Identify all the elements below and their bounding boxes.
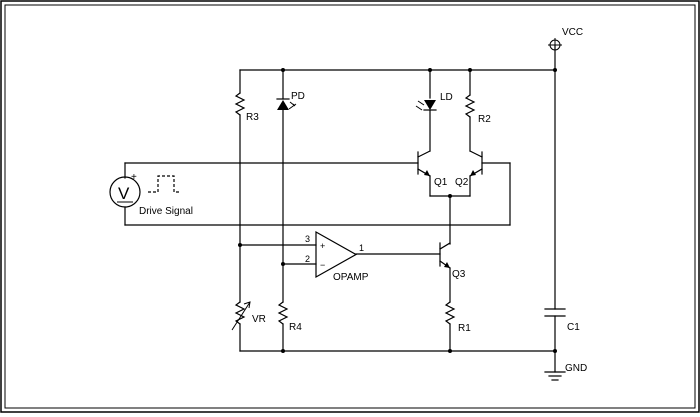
inner-border	[4, 4, 696, 409]
pd-label: PD	[291, 91, 305, 102]
ld-laser-diode	[415, 69, 437, 152]
q1-label: Q1	[434, 177, 448, 188]
vr-variable-resistor	[231, 244, 251, 352]
q3-label: Q3	[452, 269, 466, 280]
junction-dot	[448, 194, 452, 198]
drive-signal-label: Drive Signal	[139, 206, 193, 217]
opamp-pin-2: 2	[305, 254, 310, 264]
ground-icon	[544, 371, 566, 381]
vcc-label: VCC	[562, 27, 583, 38]
opamp-pin-1: 1	[359, 243, 364, 253]
c1-capacitor	[544, 69, 566, 352]
gnd-label: GND	[565, 363, 587, 374]
opamp-label: OPAMP	[333, 272, 369, 283]
opamp-plus-sign: +	[320, 241, 325, 251]
source-symbol: V	[118, 184, 130, 203]
junction-dot	[553, 68, 557, 72]
q3-transistor	[439, 242, 451, 303]
vr-label: VR	[252, 314, 266, 325]
source-polarity: +	[131, 172, 137, 183]
junction-dot	[281, 68, 285, 72]
junction-dot	[468, 68, 472, 72]
gnd-rail	[239, 350, 566, 381]
r2-resistor	[464, 69, 476, 152]
ld-label: LD	[440, 92, 453, 103]
junction-dot	[428, 68, 432, 72]
opamp-minus-sign: −	[320, 260, 325, 270]
junction-dot	[553, 349, 557, 353]
junction-dot	[448, 349, 452, 353]
r4-label: R4	[289, 322, 302, 333]
drive-signal-wires	[124, 162, 511, 226]
q2-label: Q2	[455, 177, 469, 188]
pd-photodiode	[276, 69, 297, 265]
r3-resistor	[234, 69, 246, 246]
r2-label: R2	[478, 114, 491, 125]
c1-label: C1	[567, 322, 580, 333]
r1-label: R1	[458, 323, 471, 334]
r1-resistor	[444, 301, 456, 352]
r3-label: R3	[246, 112, 259, 123]
vcc-rail	[239, 38, 562, 71]
voltage-source-icon	[109, 176, 141, 208]
r4-resistor	[277, 263, 289, 352]
opamp-pin-3: 3	[305, 234, 310, 244]
junction-dot	[281, 349, 285, 353]
opamp-symbol	[239, 230, 441, 279]
